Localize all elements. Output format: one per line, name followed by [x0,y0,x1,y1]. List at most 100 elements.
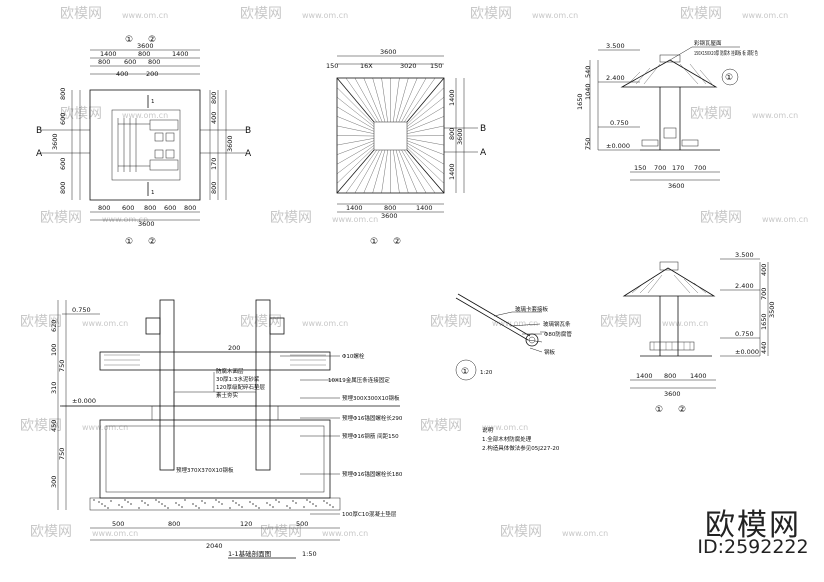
elev2-level-eave: 2.400 [735,282,754,290]
plan-dim-right-total: 3600 [226,135,234,152]
fdn-dim-a: 620 [50,320,58,332]
roof-dim-right-total: 3600 [456,128,464,145]
concrete-speckle [93,499,95,501]
fdn-label-bolt: Φ10螺栓 [342,352,365,360]
plan-dim-bottom-c: 800 [144,204,156,212]
fdn-label-rebar: 预埋Φ16钢筋 间距150 [342,432,399,440]
elev-note-fascia: 150X150X20厚 防腐木 挂面板 板 调配 色 [694,49,758,57]
roof-rafter-line [406,106,445,130]
elev2-dim-d: 440 [760,342,768,354]
elev-callout-1: ① [725,73,733,83]
roof-rafter-line [406,147,445,184]
watermark-url: www.om.cn [662,319,708,328]
roof-rafter-line [406,125,445,134]
concrete-speckle [221,503,223,505]
detail-label-plate: 钢板 [544,348,556,356]
plan-dim-top-a: 1400 [100,50,117,58]
plan-dim-top-b: 800 [138,50,150,58]
watermark-text: 欧模网 [470,6,512,22]
elev1-dim-bottom-a: 150 [634,164,646,172]
concrete-speckle [289,507,291,509]
concrete-speckle [258,507,260,509]
roof-rafter-line [406,135,445,137]
concrete-speckle [121,506,123,508]
elev2-dim-c: 1650 [760,313,768,330]
elev2-dim-b: 700 [760,288,768,300]
watermark-brand-name: 欧模网 [705,508,801,543]
watermark-url: www.om.cn [492,319,538,328]
watermark-text: 欧模网 [60,6,102,22]
roof-rafter-line [336,97,375,127]
roof-rafter-line [393,149,400,194]
fdn-label-anchor-1: 预埋Φ16锚固螺栓长290 [342,414,403,422]
detail-callout: ① [461,367,469,377]
roof-rafter-line [406,87,445,125]
roof-dim-total-top: 3600 [380,48,397,56]
concrete-speckle [127,501,129,503]
plan-dim-top-c: 1400 [172,50,189,58]
watermark-brand-box: 欧模网 ID:2592222 [694,496,812,566]
concrete-speckle [306,499,308,501]
elev1-dim-bottom-total: 3600 [668,182,685,190]
roof-rafter-line [401,77,427,123]
elev1-dim-bottom-c: 170 [672,164,684,172]
plan-marker-1: ① [125,35,133,45]
roof-axis-a: A [480,148,487,158]
watermark-model-id: ID:2592222 [697,536,809,558]
concrete-speckle [164,505,166,507]
concrete-speckle [130,503,132,505]
plan-axis-b-right: B [245,126,251,136]
elev2-level-ground: ±0.000 [735,348,759,356]
elev2-level-roof: 3.500 [735,251,754,259]
watermark-url: www.om.cn [302,319,348,328]
concrete-speckle [218,501,220,503]
roof-dim-right-c: 1400 [448,163,456,180]
fdn-dim-c: 750 [58,360,66,372]
roof-rafter-line [393,77,400,123]
roof-plan-view: 3600 150 16X 3020 150 1400 800 1400 3600… [326,48,487,247]
roof-rafter-line [336,87,375,125]
watermark-url: www.om.cn [482,423,528,432]
plan-dim-left-d: 800 [59,182,67,194]
watermark-url: www.om.cn [122,111,168,120]
roof-dim-bottom-b: 800 [384,204,396,212]
concrete-speckle [178,504,180,506]
fdn-label-deck: 防腐木面层 [216,367,244,375]
roof-rafter-line [336,77,375,123]
concrete-speckle [158,501,160,503]
roof-rafter-line [398,77,418,123]
detail-scale: 1:20 [480,370,493,376]
elev1-dim-bottom-b: 700 [654,164,666,172]
fdn-dim-e: 450 [50,420,58,432]
watermark-pattern: 欧模网 www.om.cn 欧模网 www.om.cn 欧模网 www.om.cn 欧模网 w… [20,6,808,540]
fdn-level-ground: ±0.000 [72,397,96,405]
roof-rafter-line [406,77,445,123]
watermark-text: 欧模网 [20,314,62,330]
roof-rafter-line [404,77,436,123]
roof-rafter-line [345,77,377,123]
concrete-speckle [201,500,203,502]
plan-dim-left-c: 600 [59,158,67,170]
concrete-speckle [266,502,268,504]
elev2-dim-bottom-b: 800 [664,372,676,380]
roof-rafter-line [406,142,445,165]
concrete-speckle [278,501,280,503]
concrete-speckle [141,500,143,502]
concrete-speckle [275,499,277,501]
plan-axis-a-left: A [36,149,43,159]
watermark-url: www.om.cn [762,215,808,224]
eave-detail: 玻璃卡套接板 玻璃钢瓦条 Φ80防腐管 钢板 ① 1:20 说明 1.全部木材防… [455,293,572,452]
concrete-speckle [232,500,234,502]
concrete-speckle [192,503,194,505]
concrete-speckle [215,499,217,501]
concrete-speckle [198,507,200,509]
roof-dim-bottom-a: 1400 [346,204,363,212]
roof-rafter-line [381,149,388,194]
roof-rafter-line [336,149,375,194]
roof-rafter-line [398,149,418,194]
roof-dim-top-eave: 150 [326,62,338,70]
roof-rafter-line [406,116,445,132]
watermark-url: www.om.cn [562,529,608,538]
roof-rafter-line [336,147,375,184]
